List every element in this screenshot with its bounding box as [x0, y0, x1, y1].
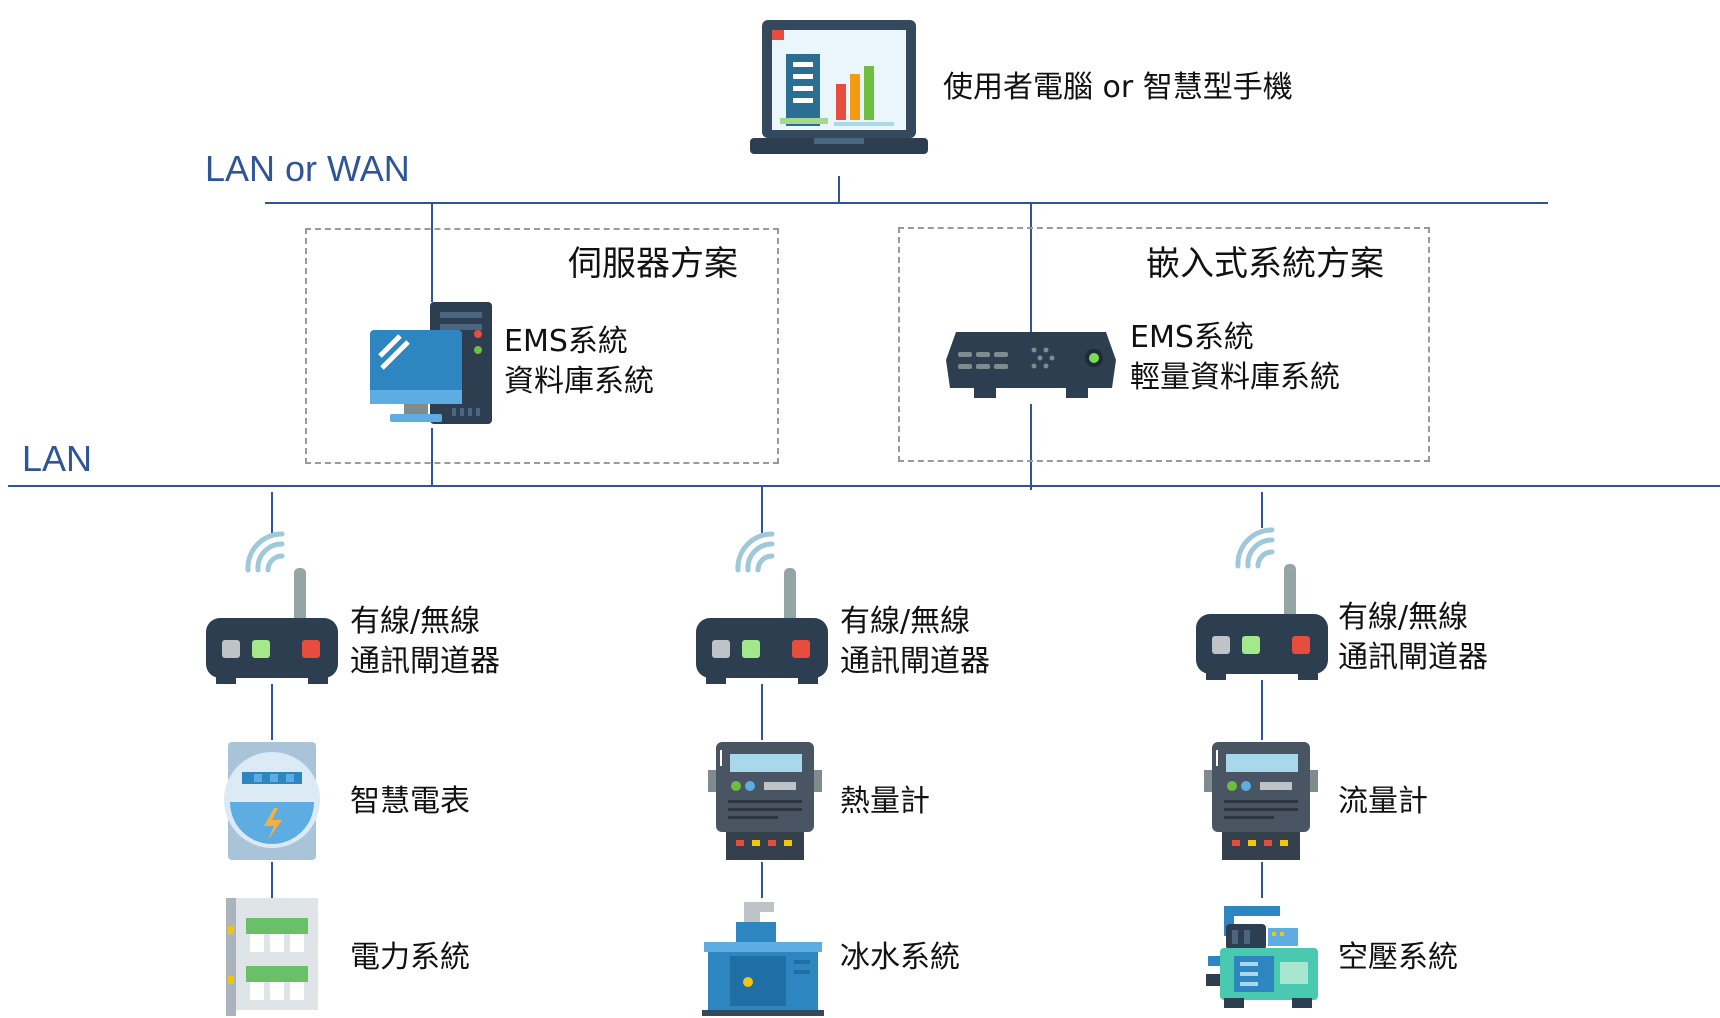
gateway-label-3-line1: 有線/無線	[1338, 600, 1469, 635]
embedded-solution-title: 嵌入式系統方案	[1146, 244, 1384, 284]
smart-electric-meter-icon	[224, 742, 320, 860]
power-distribution-panel-icon	[226, 898, 318, 1016]
embedded-ems-label: EMS系統	[1130, 320, 1254, 355]
gateway-label-1-line2: 通訊閘道器	[350, 644, 500, 679]
server-solution-title: 伺服器方案	[568, 244, 738, 284]
gateway-icon-2	[696, 531, 828, 684]
laptop-icon	[750, 20, 928, 154]
server-computer-icon	[370, 302, 492, 424]
lower-network-label: LAN	[22, 438, 93, 479]
gateway-icon-1	[206, 531, 338, 684]
user-device-label: 使用者電腦 or 智慧型手機	[943, 70, 1293, 105]
gateway-label-1-line1: 有線/無線	[350, 604, 481, 639]
system-label-1: 電力系統	[350, 940, 470, 975]
embedded-solution-box	[898, 227, 1430, 462]
upper-network-label: LAN or WAN	[205, 148, 410, 189]
heat-meter-icon	[708, 742, 822, 860]
embedded-device-icon	[946, 332, 1116, 398]
server-solution-box	[305, 228, 779, 464]
server-database-label: 資料庫系統	[504, 364, 654, 399]
flow-meter-icon	[1204, 742, 1318, 860]
embedded-database-label: 輕量資料庫系統	[1130, 360, 1340, 395]
air-compressor-icon	[1206, 906, 1318, 1008]
server-ems-label: EMS系統	[504, 324, 628, 359]
meter-label-1: 智慧電表	[350, 784, 470, 819]
gateway-label-2-line1: 有線/無線	[840, 604, 971, 639]
gateway-label-3-line2: 通訊閘道器	[1338, 640, 1488, 675]
meter-label-3: 流量計	[1338, 784, 1428, 819]
gateway-label-2-line2: 通訊閘道器	[840, 644, 990, 679]
meter-label-2: 熱量計	[840, 784, 930, 819]
chilled-water-unit-icon	[702, 902, 824, 1016]
gateway-icon-3	[1196, 527, 1328, 680]
system-label-2: 冰水系統	[840, 940, 960, 975]
system-label-3: 空壓系統	[1338, 940, 1458, 975]
